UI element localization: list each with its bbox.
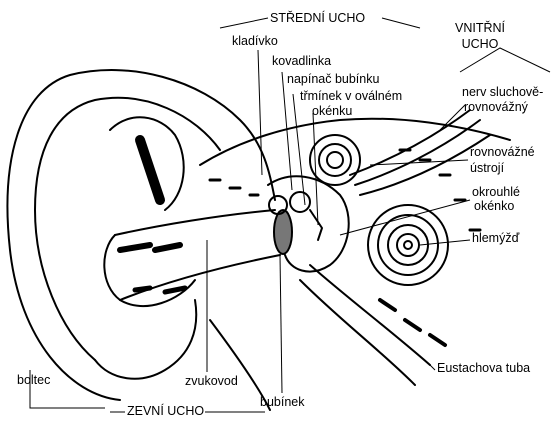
semicircular-canal-outer [310,135,360,185]
canal-shading [120,245,180,250]
label-zvukovod: zvukovod [185,375,238,388]
semicircular-canal-core [327,152,343,168]
pinna-inner-rim [35,98,220,360]
label-rovnovazne-line1: rovnovážné [470,146,535,159]
label-kovadlinka: kovadlinka [272,55,331,68]
label-vnitrni-ucho-line1: VNITŘNÍ [440,22,520,35]
leader-trminek [313,113,318,225]
semicircular-canal-inner [319,144,351,176]
vertical-bone-bar [140,140,160,200]
leader-vnitrni-ucho [460,48,550,72]
lower-shading [135,288,185,292]
ear-canal-lower [120,255,280,300]
incus-shape [290,192,310,212]
eardrum-shape [274,210,292,254]
bone-texture-3 [210,180,258,195]
label-trminek-line2: okénku [312,105,352,118]
label-nerv-line2: rovnovážný [464,101,528,114]
label-nerv-line1: nerv sluchově- [462,86,543,99]
label-vnitrni-ucho-line2: UCHO [440,38,520,51]
cochlea-ring-5 [404,241,412,249]
label-hlemyzd: hlemýžď [472,232,519,245]
bone-texture-2 [380,300,445,345]
eustachian-tube-upper [310,265,430,365]
label-okrouhle-line1: okrouhlé [472,186,520,199]
cochlea-ring-4 [397,234,419,256]
pinna-lobe [95,300,196,379]
eustachian-tube-lower [300,280,415,385]
label-napinac-bubinku: napínač bubínku [287,73,379,86]
leader-kovadlinka [282,72,292,190]
label-stredni-ucho: STŘEDNÍ UCHO [270,12,365,25]
leader-napinac [293,94,305,205]
leader-eustachova [430,365,435,370]
label-trminek-line1: třmínek v oválném [300,90,402,103]
label-eustachova-tuba: Eustachova tuba [437,362,530,375]
label-okrouhle-line2: okénko [474,200,514,213]
ear-canal-upper [115,210,275,235]
label-boltec: boltec [17,374,50,387]
pinna-outline [8,70,276,400]
label-kladivko: kladívko [232,35,278,48]
label-rovnovazne-line2: ústrojí [470,162,504,175]
malleus-head [269,196,287,214]
stapes-shape [310,210,322,240]
leader-bubinek [280,255,282,393]
label-zevni-ucho: ZEVNÍ UCHO [127,405,204,418]
label-bubinek: bubínek [260,396,304,409]
leader-kladivko [258,50,262,175]
